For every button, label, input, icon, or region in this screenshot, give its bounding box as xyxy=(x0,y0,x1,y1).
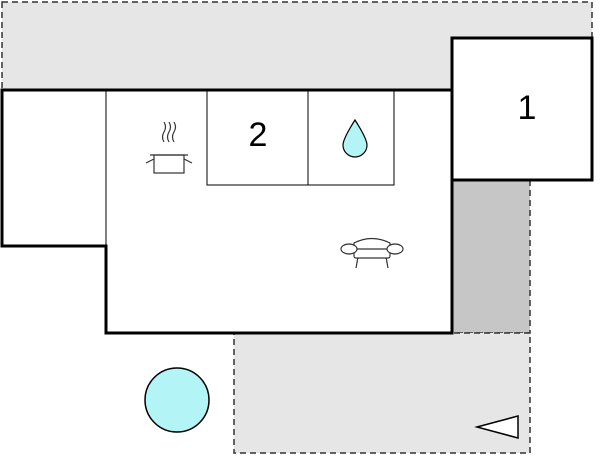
covered-terrace-area xyxy=(451,177,531,334)
sofa-icon xyxy=(340,237,404,269)
building-outline xyxy=(0,88,454,335)
room-bathroom xyxy=(307,89,395,186)
room-label-2: 2 xyxy=(249,116,268,154)
bottom-terrace-area xyxy=(233,332,531,454)
room-label-1: 1 xyxy=(518,89,537,127)
pool-icon xyxy=(144,367,210,433)
entrance-arrow-icon xyxy=(474,415,519,439)
water-drop-icon xyxy=(342,118,368,158)
room-bedroom-1 xyxy=(450,36,594,182)
cooking-pot-icon xyxy=(145,121,193,174)
